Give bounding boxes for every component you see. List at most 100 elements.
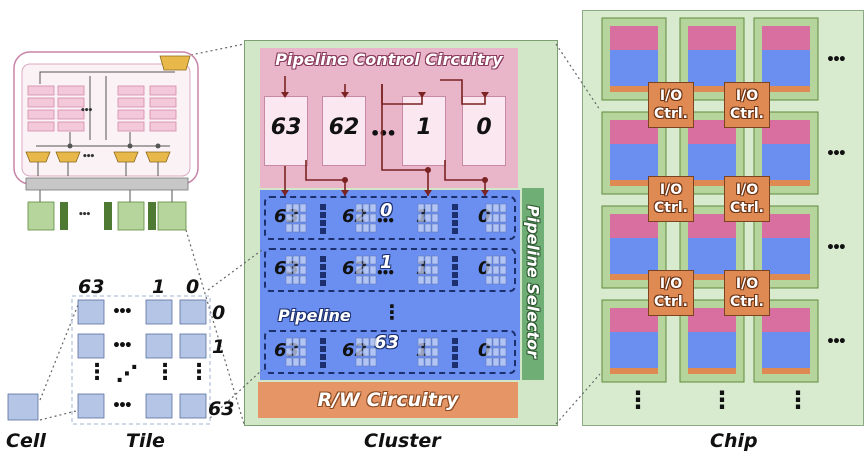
mini-cell [369, 347, 377, 357]
mini-cell [299, 357, 307, 367]
mini-cell [424, 337, 432, 347]
rw-circuitry: R/W Circuitry [258, 382, 518, 418]
io-label: I/O [659, 182, 683, 198]
mini-cell [431, 223, 439, 233]
tile-vdots: ⋮ [154, 360, 176, 385]
select-bar [320, 212, 326, 218]
subarray-ellipsis: ••• [370, 124, 397, 143]
pipeline-selector: Pipeline Selector [522, 188, 544, 380]
mini-cell [369, 265, 377, 275]
mini-cell [431, 255, 439, 265]
mini-cell [499, 255, 507, 265]
chip-cluster-rw [610, 180, 658, 186]
select-bar [320, 228, 326, 234]
mini-cell [424, 265, 432, 275]
subarray: 1 [402, 96, 446, 166]
tile-vdots: ⋮ [86, 360, 108, 385]
tile-ellipsis: ••• [112, 398, 133, 414]
mini-cell [299, 275, 307, 285]
mini-cell [369, 255, 377, 265]
mini-cell [499, 203, 507, 213]
mini-cell [362, 223, 370, 233]
subarray-number: 0 [476, 115, 492, 140]
chip-cluster-rw [762, 180, 810, 186]
mini-cell [492, 275, 500, 285]
mini-cell [285, 275, 293, 285]
mini-cell [417, 265, 425, 275]
mini-cell [417, 213, 425, 223]
select-bar [452, 256, 458, 262]
mini-cell [492, 347, 500, 357]
mini-cell [362, 347, 370, 357]
mini-cell [499, 347, 507, 357]
mini-cell [292, 203, 300, 213]
chip-cluster-control [688, 26, 736, 50]
mini-cell [285, 203, 293, 213]
chip-cluster-pipelines [762, 332, 810, 368]
io-label: I/O [659, 276, 683, 292]
mini-cell [424, 357, 432, 367]
io-label: Ctrl. [654, 106, 688, 122]
mini-cell [299, 337, 307, 347]
chip-cluster-pipelines [688, 144, 736, 180]
row-ellipsis: ••• [376, 214, 395, 228]
chip-cluster-control [762, 214, 810, 238]
mini-cell [485, 255, 493, 265]
mini-cell [355, 265, 363, 275]
mini-cell [285, 213, 293, 223]
select-bar [320, 354, 326, 360]
select-bar [452, 338, 458, 344]
select-bar [452, 204, 458, 210]
pipeline-row [264, 330, 516, 374]
mini-cell [485, 265, 493, 275]
mini-cell [285, 223, 293, 233]
mini-cell [355, 203, 363, 213]
select-bar [320, 362, 326, 368]
io-label: Ctrl. [730, 294, 764, 310]
select-bar [452, 280, 458, 286]
mini-cell [355, 213, 363, 223]
chip-cluster-control [762, 308, 810, 332]
mini-cell [355, 337, 363, 347]
tile-row-label: 1 [212, 336, 226, 358]
cluster-label: Cluster [364, 430, 441, 452]
mini-cell [499, 275, 507, 285]
mini-cell [299, 213, 307, 223]
mini-cell [355, 275, 363, 285]
mini-cell [485, 213, 493, 223]
mini-cell [369, 213, 377, 223]
mini-cell [492, 213, 500, 223]
mini-cell [424, 275, 432, 285]
chip-ellipsis: ••• [826, 146, 847, 162]
mini-cell [417, 223, 425, 233]
mini-cell [369, 223, 377, 233]
mini-cell [431, 357, 439, 367]
io-label: I/O [735, 182, 759, 198]
row-index: 63 [374, 332, 400, 353]
mini-cell [492, 255, 500, 265]
chip-cluster-pipelines [688, 332, 736, 368]
mini-cell [362, 213, 370, 223]
mini-cell [355, 357, 363, 367]
mini-cell [424, 347, 432, 357]
chip-cluster-pipelines [762, 50, 810, 86]
tile-label: Tile [126, 430, 165, 452]
select-bar [452, 264, 458, 270]
mini-cell [417, 275, 425, 285]
io-label: Ctrl. [730, 106, 764, 122]
mini-cell [499, 337, 507, 347]
chip-cluster-rw [762, 86, 810, 92]
mini-cell [485, 357, 493, 367]
mini-cell [499, 357, 507, 367]
mini-cell [485, 275, 493, 285]
io-label: I/O [735, 276, 759, 292]
mini-cell [492, 265, 500, 275]
mini-cell [285, 337, 293, 347]
mini-cell [355, 347, 363, 357]
tile-col-label: 63 [78, 276, 105, 298]
io-label: I/O [735, 88, 759, 104]
mini-cell [485, 203, 493, 213]
